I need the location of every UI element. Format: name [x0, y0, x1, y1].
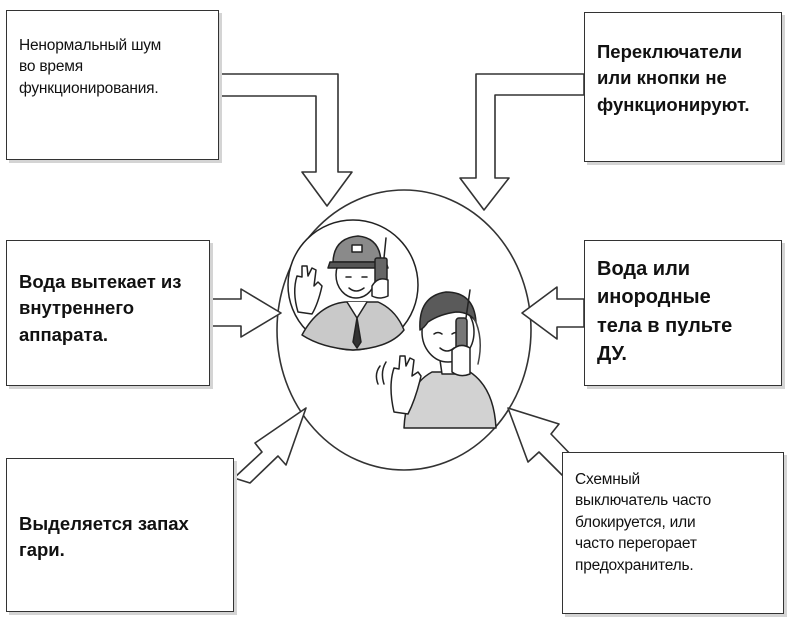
box-text-line: функционируют.	[597, 93, 750, 115]
box-text-line: часто перегорает	[575, 535, 697, 553]
symptom-box-remote-foreign-objects: Вода или инородные тела в пульте ДУ.	[584, 240, 782, 386]
symptom-box-switches-not-working: Переключатели или кнопки не функционирую…	[584, 12, 782, 162]
box-text-line: Ненормальный шум	[19, 37, 162, 54]
box-text-line: функционирования.	[19, 79, 159, 97]
box-text-line: внутреннего	[19, 297, 135, 319]
customer-illustration	[375, 289, 497, 429]
box-text-line: Схемный	[575, 471, 641, 488]
box-text-line: во время	[19, 58, 83, 76]
box-text-line: ДУ.	[597, 343, 627, 366]
arrow-middle-right	[521, 286, 585, 340]
arrow-bottom-left	[233, 407, 307, 484]
box-text-line: Вода или	[597, 258, 691, 280]
symptom-box-abnormal-noise: Ненормальный шум во время функционирован…	[6, 10, 219, 160]
symptom-box-burning-smell: Выделяется запах гари.	[6, 458, 234, 612]
box-text-line: блокируется, или	[575, 513, 696, 531]
box-text-line: тела в пульте	[597, 314, 733, 337]
arrow-middle-left	[209, 288, 282, 338]
technician-illustration	[287, 219, 419, 351]
arrow-top-left	[218, 73, 353, 207]
arrow-top-right	[459, 73, 585, 211]
box-text-line: Выделяется запах	[19, 513, 189, 534]
box-text-line: гари.	[19, 539, 65, 561]
box-text-line: выключатель часто	[575, 492, 712, 510]
box-text-line: аппарата.	[19, 323, 109, 345]
box-text-line: Переключатели	[597, 41, 743, 62]
box-text-line: Вода вытекает из	[19, 271, 182, 292]
box-text-line: инородные	[597, 286, 711, 309]
box-text-line: или кнопки не	[597, 67, 727, 89]
symptom-box-water-leak: Вода вытекает из внутреннего аппарата.	[6, 240, 210, 386]
symptom-box-breaker-fuse: Схемный выключатель часто блокируется, и…	[562, 452, 784, 614]
box-text-line: предохранитель.	[575, 556, 694, 574]
